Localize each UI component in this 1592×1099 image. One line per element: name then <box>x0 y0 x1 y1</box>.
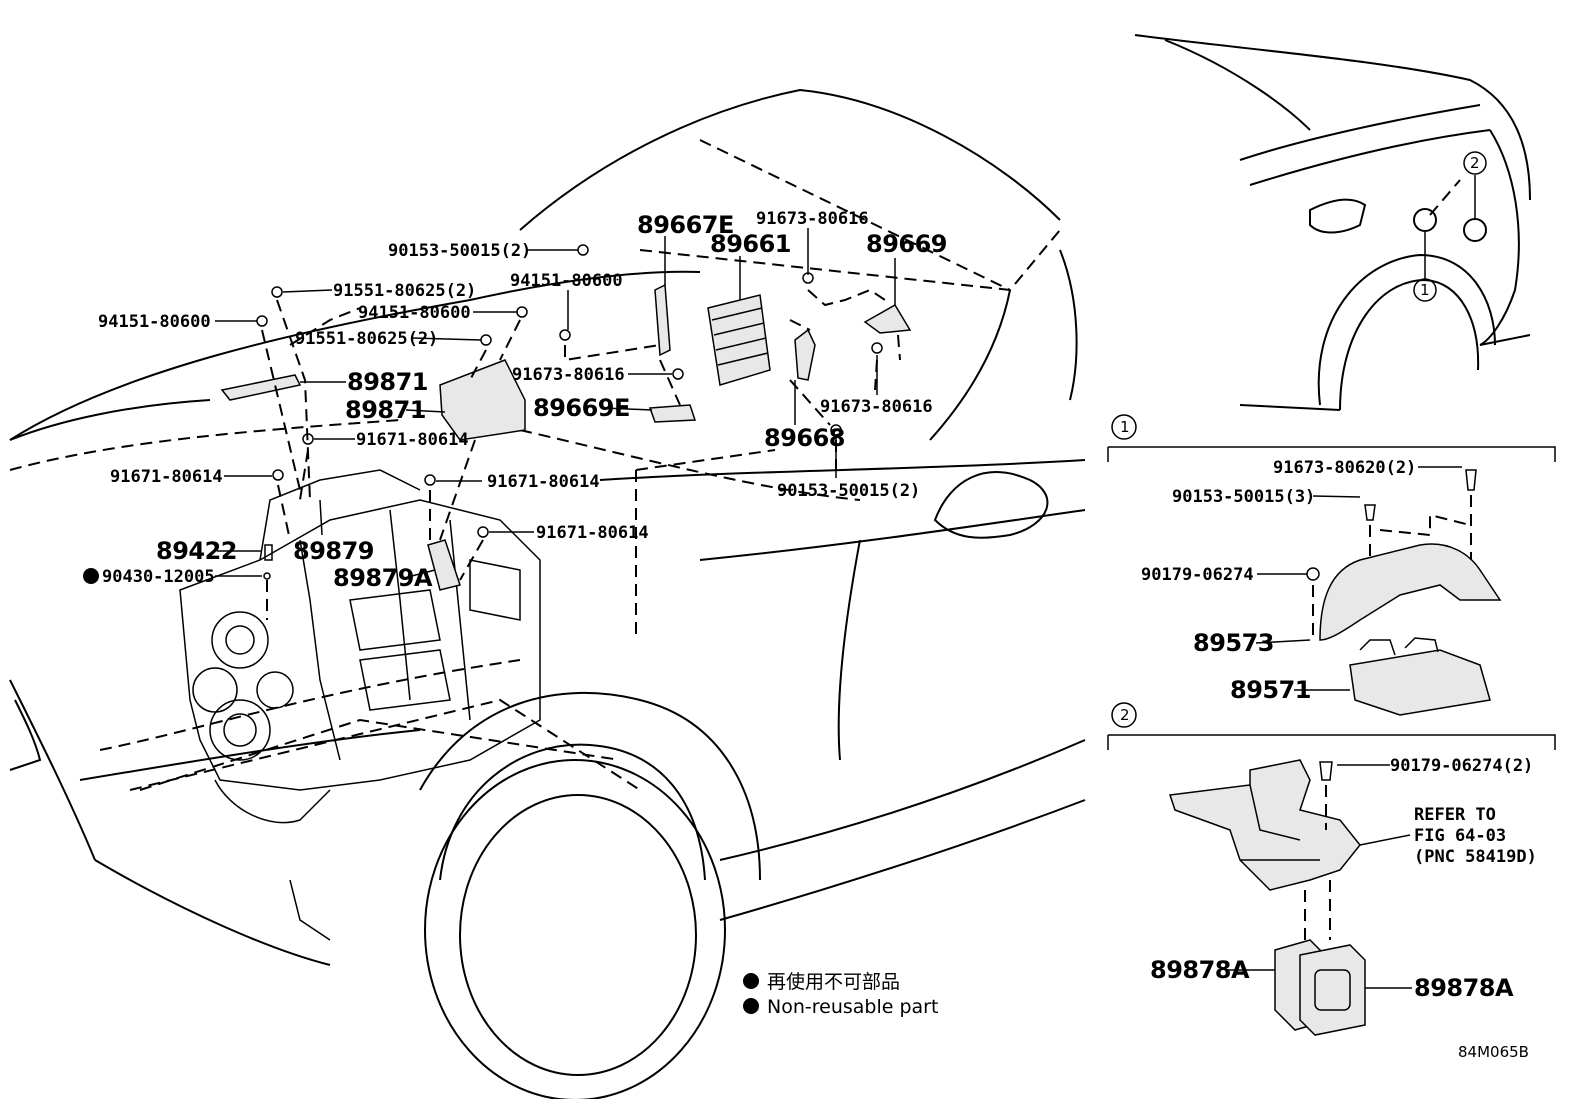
refer-note-line1: REFER TO <box>1414 805 1496 825</box>
rear-quarter-view <box>1134 34 1531 411</box>
label-89871-b: 89871 <box>345 396 426 424</box>
label-s1-89573: 89573 <box>1193 629 1274 657</box>
non-reusable-dot <box>83 568 99 584</box>
label-91671-80614-a: 91671-80614 <box>356 430 469 450</box>
label-90430-12005: 90430-12005 <box>102 567 215 587</box>
engine-block <box>179 469 541 941</box>
label-91673-80616-right: 91673-80616 <box>820 397 933 417</box>
ecu-parts <box>220 244 912 640</box>
label-94151-80600-mid: 94151-80600 <box>510 271 623 291</box>
label-91551-80625-a: 91551-80625(2) <box>333 281 476 301</box>
rear-marker-1-label: 1 <box>1420 281 1430 299</box>
label-s1-89571: 89571 <box>1230 676 1311 704</box>
legend: 再使用不可部品 Non-reusable part <box>743 971 938 1018</box>
label-89668: 89668 <box>764 424 845 452</box>
section-1-bracket <box>1107 414 1556 716</box>
label-89667E: 89667E <box>637 211 734 239</box>
label-91673-80616-mid: 91673-80616 <box>512 365 625 385</box>
refer-note-line3: (PNC 58419D) <box>1414 847 1537 867</box>
label-94151-80600-left: 94151-80600 <box>98 312 211 332</box>
label-89422: 89422 <box>156 537 237 565</box>
label-s1-91673-80620: 91673-80620(2) <box>1273 458 1416 478</box>
refer-note-line2: FIG 64-03 <box>1414 826 1506 846</box>
part-labels: 90153-50015(2) 89667E 89661 91673-80616 … <box>83 209 1537 1002</box>
label-89871-a: 89871 <box>347 368 428 396</box>
section-2-bracket <box>1107 702 1556 1036</box>
label-91671-80614-c: 91671-80614 <box>536 523 649 543</box>
section-2-marker: 2 <box>1120 706 1130 724</box>
figure-code: 84M065B <box>1458 1043 1529 1061</box>
label-94151-80600-b: 94151-80600 <box>358 303 471 323</box>
label-89879: 89879 <box>293 537 374 565</box>
label-89669: 89669 <box>866 230 947 258</box>
section-1-marker: 1 <box>1120 418 1130 436</box>
label-91671-80614-b: 91671-80614 <box>487 472 600 492</box>
label-91673-80616-top: 91673-80616 <box>756 209 869 229</box>
label-s1-90153-50015: 90153-50015(3) <box>1172 487 1315 507</box>
label-89669E: 89669E <box>533 394 630 422</box>
legend-dot-en <box>743 998 759 1014</box>
rear-marker-2-label: 2 <box>1470 154 1480 172</box>
label-s2-89878A-left: 89878A <box>1150 956 1250 984</box>
label-89879A: 89879A <box>333 564 433 592</box>
label-s1-90179-06274: 90179-06274 <box>1141 565 1254 585</box>
label-91551-80625-b: 91551-80625(2) <box>295 329 438 349</box>
legend-dot-jp <box>743 973 759 989</box>
label-89661: 89661 <box>710 230 791 258</box>
label-90153-50015-bottom: 90153-50015(2) <box>777 481 920 501</box>
label-s2-89878A-right: 89878A <box>1414 974 1514 1002</box>
leader-lines <box>215 228 1462 989</box>
label-91671-80614-left: 91671-80614 <box>110 467 223 487</box>
legend-en: Non-reusable part <box>767 996 938 1018</box>
label-90153-50015-top: 90153-50015(2) <box>388 241 531 261</box>
legend-jp: 再使用不可部品 <box>767 971 900 993</box>
label-s2-90179-06274: 90179-06274(2) <box>1390 756 1533 776</box>
